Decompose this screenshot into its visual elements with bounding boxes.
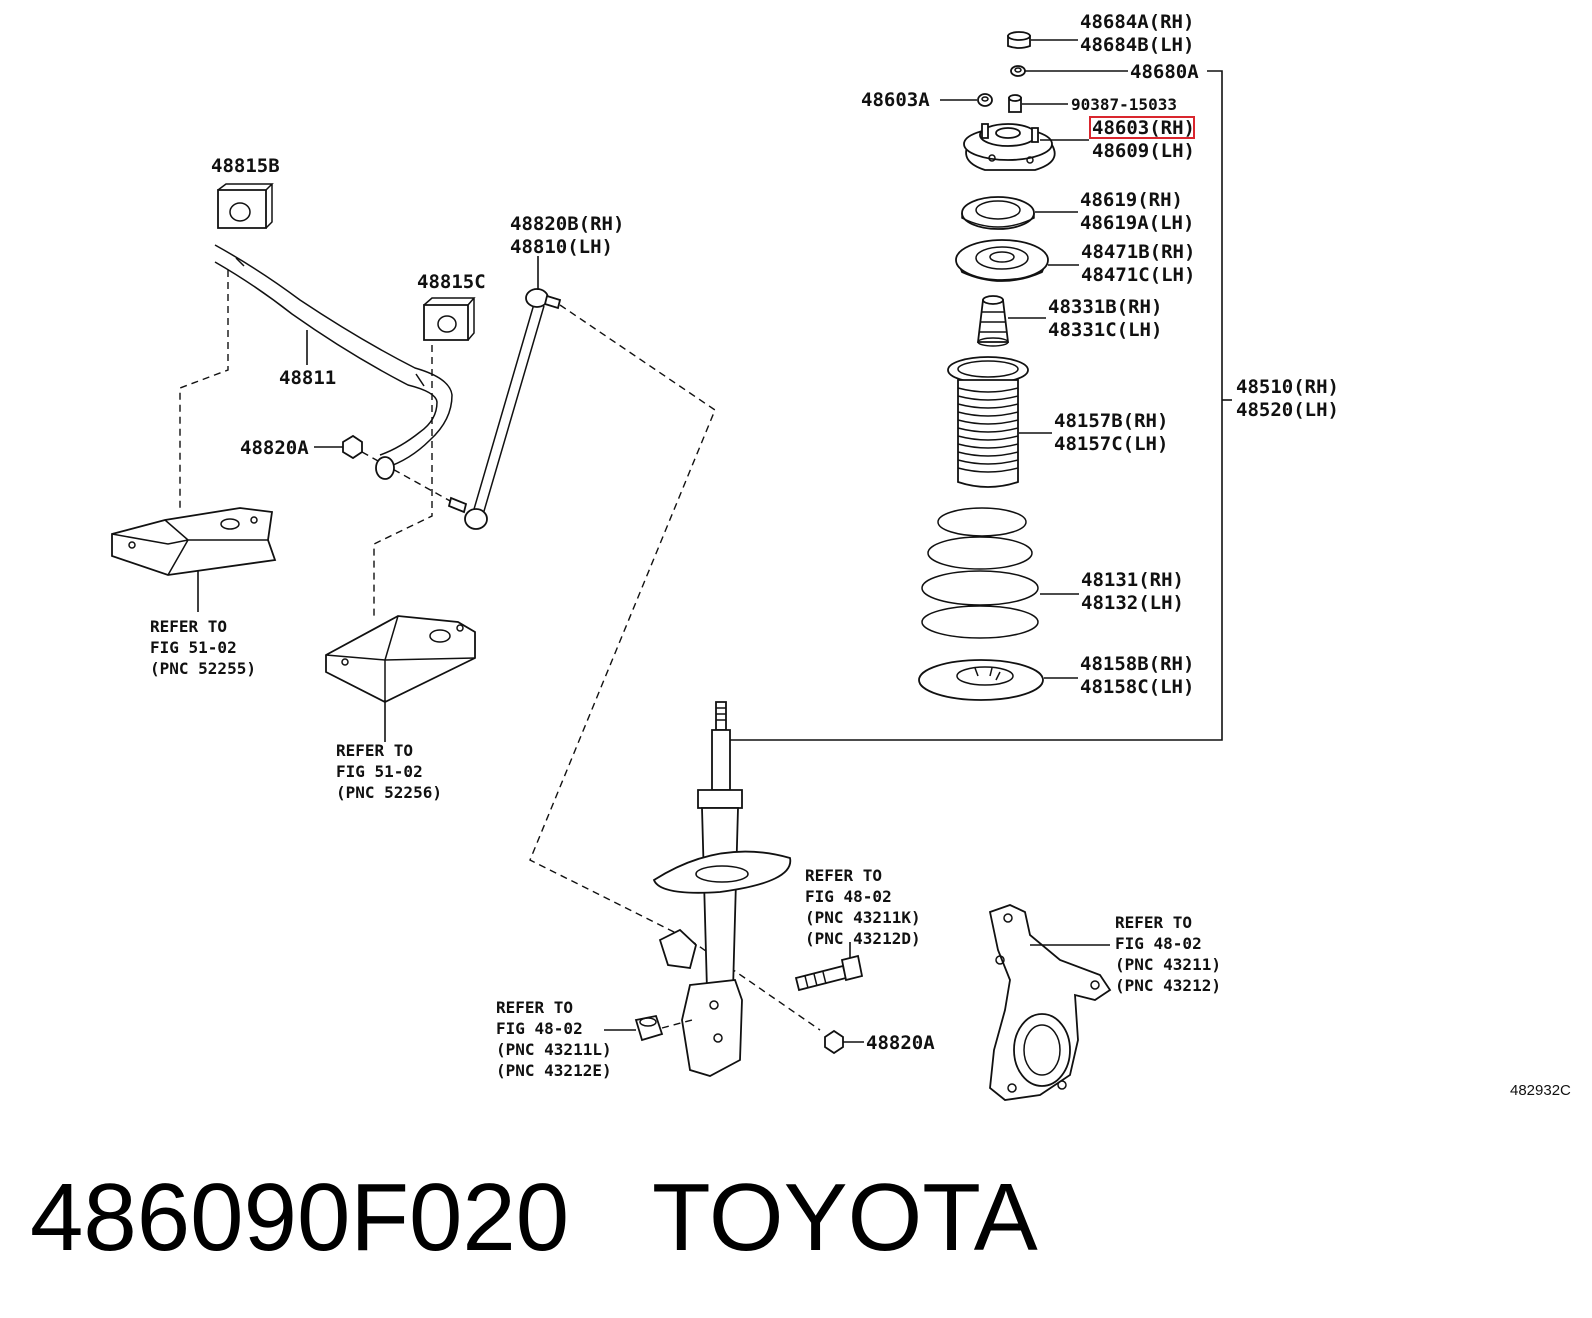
label-48158b: 48158B(RH) [1080, 653, 1194, 675]
nut-48820a-bottom-part [824, 1029, 844, 1055]
label-48603a: 48603A [861, 89, 930, 111]
ref-43211-line4: (PNC 43212) [1115, 976, 1221, 995]
insulator-48158-part [918, 659, 1044, 701]
bumper-48331-part [976, 295, 1010, 347]
label-48820a-left: 48820A [240, 437, 309, 459]
ref-43211-line1: REFER TO [1115, 913, 1192, 932]
label-48131: 48131(RH) [1081, 569, 1184, 591]
ref-52255-line3: (PNC 52255) [150, 659, 256, 678]
label-48684b: 48684B(LH) [1080, 34, 1194, 56]
ref-52255-line2: FIG 51-02 [150, 638, 237, 657]
footer-part-number: 486090F020 [30, 1164, 569, 1271]
stabilizer-link-48820b-part [447, 288, 562, 530]
nut-48603a-part [977, 93, 993, 107]
ref-52256-line3: (PNC 52256) [336, 783, 442, 802]
upper-mount-48603-part [963, 123, 1056, 171]
ref-43211l-line1: REFER TO [496, 998, 573, 1017]
ref-52255-line1: REFER TO [150, 617, 227, 636]
label-48815b: 48815B [211, 155, 280, 177]
bushing-48815b-part [217, 183, 274, 229]
label-48820b: 48820B(RH) [510, 213, 624, 235]
diagram-code: 482932C [1510, 1082, 1571, 1099]
label-48520: 48520(LH) [1236, 399, 1339, 421]
label-90387: 90387-15033 [1071, 95, 1177, 114]
collar-90387-part [1008, 94, 1022, 113]
label-48811: 48811 [279, 367, 336, 389]
ref-43211l-line2: FIG 48-02 [496, 1019, 583, 1038]
shock-absorber-part [652, 701, 792, 1077]
strut-nut-part [634, 1014, 664, 1042]
stabilizer-bar-48811-part [214, 244, 453, 469]
bar-link-end-part [375, 456, 395, 480]
spring-seat-48471-part [955, 239, 1049, 282]
bushing-48815c-part [423, 297, 476, 341]
label-48609-lh: 48609(LH) [1092, 140, 1195, 162]
steering-knuckle-part [988, 904, 1112, 1101]
boot-48157-part [947, 356, 1029, 488]
ref-52256-line2: FIG 51-02 [336, 762, 423, 781]
label-48684a: 48684A(RH) [1080, 11, 1194, 33]
footer-brand: TOYOTA [652, 1164, 1038, 1271]
ref-43211l-line4: (PNC 43212E) [496, 1061, 612, 1080]
ref-43211k-line4: (PNC 43212D) [805, 929, 921, 948]
ref-43211k-line3: (PNC 43211K) [805, 908, 921, 927]
label-48471c: 48471C(LH) [1081, 264, 1195, 286]
ref-43211k-line2: FIG 48-02 [805, 887, 892, 906]
label-48158c: 48158C(LH) [1080, 676, 1194, 698]
bracket-52255-part [111, 507, 277, 576]
nut-48680a-part [1010, 65, 1026, 77]
ref-43211-line3: (PNC 43211) [1115, 955, 1221, 974]
label-48331b: 48331B(RH) [1048, 296, 1162, 318]
label-48510: 48510(RH) [1236, 376, 1339, 398]
ref-43211k-line1: REFER TO [805, 866, 882, 885]
label-48619: 48619(RH) [1080, 189, 1183, 211]
label-48471b: 48471B(RH) [1081, 241, 1195, 263]
cap-48684-part [1007, 31, 1031, 49]
bearing-48619-part [961, 196, 1035, 230]
label-48815c: 48815C [417, 271, 486, 293]
bracket-52256-part [325, 615, 476, 704]
ref-43211-line2: FIG 48-02 [1115, 934, 1202, 953]
ref-43211l-line3: (PNC 43211L) [496, 1040, 612, 1059]
label-48810: 48810(LH) [510, 236, 613, 258]
label-48603-rh: 48603(RH) [1092, 117, 1195, 139]
label-48157c: 48157C(LH) [1054, 433, 1168, 455]
label-48157b: 48157B(RH) [1054, 410, 1168, 432]
highlight-box [1089, 116, 1195, 139]
label-48619a: 48619A(LH) [1080, 212, 1194, 234]
label-48331c: 48331C(LH) [1048, 319, 1162, 341]
strut-bolt-part [794, 954, 864, 992]
label-48132: 48132(LH) [1081, 592, 1184, 614]
ref-52256-line1: REFER TO [336, 741, 413, 760]
label-48820a-bottom: 48820A [866, 1032, 935, 1054]
coil-spring-48131-part [921, 507, 1039, 639]
label-48680a: 48680A [1130, 61, 1199, 83]
nut-48820a-left-part [342, 434, 363, 460]
